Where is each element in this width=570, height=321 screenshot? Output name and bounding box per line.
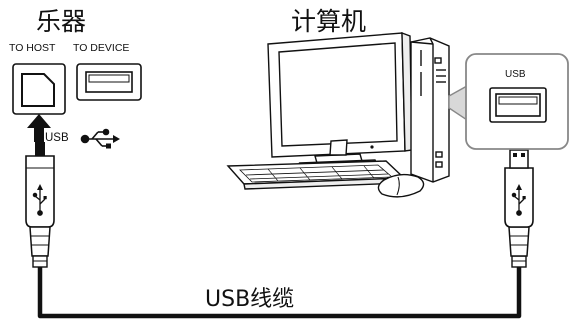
usb-cable	[37, 267, 522, 319]
arrow-up-icon	[27, 114, 51, 142]
instrument-title: 乐器	[36, 7, 87, 36]
usb-trident-icon	[80, 128, 120, 149]
callout-usb-label: USB	[505, 69, 526, 80]
usb-type-a-plug	[504, 149, 534, 268]
usb-type-b-plug	[25, 142, 55, 268]
mouse-icon	[377, 173, 425, 198]
computer-monitor-icon	[267, 31, 413, 169]
to-host-label: TO HOST	[9, 42, 56, 54]
usb-trident-small-icon	[32, 184, 47, 216]
usb-port-callout	[448, 53, 569, 150]
usb-type-a-port-icon	[489, 87, 547, 123]
computer-title: 计算机	[291, 7, 367, 36]
usb-mark-label: USB	[45, 132, 69, 144]
cable-label: USB线缆	[205, 287, 295, 312]
usb-type-b-port-icon	[12, 63, 66, 115]
usb-type-a-port-icon	[76, 63, 142, 101]
tower-case-icon	[410, 37, 450, 183]
keyboard-icon	[226, 160, 406, 190]
to-device-label: TO DEVICE	[73, 42, 130, 54]
usb-trident-small-icon	[511, 184, 526, 216]
